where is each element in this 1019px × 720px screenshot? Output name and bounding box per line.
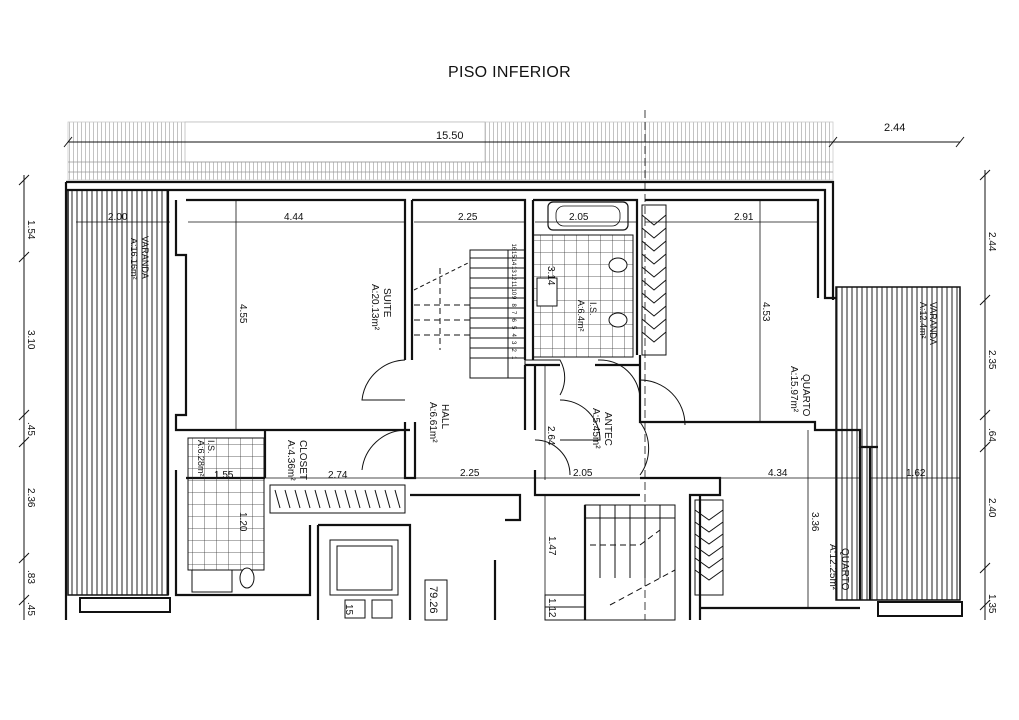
stair-step-number: 3 [510,341,516,345]
right-dim-2-40: 2.40 [986,498,997,518]
dim-quarto-top-depth: 4.53 [760,302,771,322]
lower-service-room [329,539,399,619]
stair-step-number: 6 [510,319,516,323]
dim-suite-width: 4.44 [284,212,304,223]
quarto-top-area: A:15.97m² [788,366,799,413]
toilet-top [608,257,628,273]
is-small-name: I.S. [206,440,216,454]
varanda-left-name: VARANDA [140,236,150,279]
dim-2-25b: 2.25 [460,468,480,479]
stair-step-number: 9 [510,296,516,300]
left-dim-1-54: 1.54 [25,220,36,240]
area-box [424,579,448,621]
left-dim-2-36: 2.36 [25,488,36,508]
varanda-right-area [835,286,961,601]
bidet-top [608,312,628,328]
is-small-area: A:6.28m² [196,440,206,477]
left-dim-83: .83 [25,570,36,584]
left-dim-45: .45 [25,422,36,436]
toilet-small [239,567,255,589]
suite-name: SUITE [381,288,392,318]
stair-step-number: 8 [510,304,516,308]
washbasin [536,277,558,307]
closet-name: CLOSET [297,440,308,480]
dim-overall-width: 15.50 [436,130,464,142]
wardrobe-quarto-top [641,204,667,356]
varanda-right-area-text: A:12.4m² [918,302,928,339]
varanda-left-area [67,189,169,596]
area-box-value: 79.26 [427,586,439,614]
is-area: A:6.4m² [576,300,586,332]
stair-step-number: 14 [510,259,516,266]
shower-small [191,569,233,593]
stair-step-number: 1 [510,356,516,360]
dim-1-55: 1.55 [214,470,234,481]
antec-area: A:5.45m² [590,408,601,449]
stair-step-number: 11 [510,281,516,288]
dim-1-62: 1.62 [906,468,926,479]
dim-2-74: 2.74 [328,470,348,481]
dim-4-34: 4.34 [768,468,788,479]
is-name: I.S. [588,302,598,316]
wardrobe-quarto-bottom [694,499,724,596]
dim-top-right: 2.44 [884,122,905,134]
stair-step-number: 5 [510,326,516,330]
stair-step-number: 16 [510,244,516,251]
dim-is-width: 2.05 [569,212,589,223]
dim-1-20: 1.20 [237,512,248,532]
stair-step-number: 2 [510,349,516,353]
right-dim-64: .64 [986,428,997,442]
varanda-left-rail [79,597,171,613]
quarto-bottom-area: A:12.25m² [827,544,838,591]
bathtub [547,201,629,231]
left-dimension-line [18,174,30,620]
right-dim-2-35: 2.35 [986,350,997,370]
site-context [67,121,834,181]
dim-2-64: 2.64 [545,426,556,446]
dim-varanda-left-width: 2.00 [108,212,128,223]
is-small-tile-grid [187,437,265,571]
stair-step-number: 7 [510,311,516,315]
hall-area: A:6.61m² [427,402,438,443]
closet-area: A:4.36m² [285,440,296,481]
dim-1-47: 1.47 [546,536,557,556]
varanda-right-name: VARANDA [928,302,938,345]
stair-step-number: 12 [510,274,516,281]
dim-1-12: 1.12 [546,598,557,618]
varanda-left-area-text: A:16.16m² [129,238,139,280]
door-swings [361,359,686,476]
left-dim-45b: .45 [25,602,36,616]
stair-step-number: 4 [510,334,516,338]
dim-quarto-top-width: 2.91 [734,212,754,223]
right-dim-2-44: 2.44 [986,232,997,252]
quarto-top-name: QUARTO [800,374,811,417]
stair-step-number: 10 [510,289,516,296]
dim-2-05b: 2.05 [573,468,593,479]
varanda-right-rail [877,601,963,617]
stair-step-number: 15 [510,251,516,258]
suite-area: A:20.13m² [369,284,380,331]
antec-name: ANTEC [602,412,613,446]
dim-stair-width: 2.25 [458,212,478,223]
dim-3-14: 3.14 [545,266,556,286]
wardrobe-closet [269,484,406,514]
page-title: PISO INFERIOR [447,64,572,81]
stairs-bottom [544,504,676,621]
stairs-top [413,249,526,379]
right-dim-1-35: 1.35 [986,594,997,614]
left-dim-3-10: 3.10 [25,330,36,350]
stair-step-number: 13 [510,266,516,273]
quarto-bottom-name: QUARTO [839,548,850,591]
dim-suite-depth: 4.55 [237,304,248,324]
internal-dimension-lines [76,200,960,608]
right-dimension-line [979,169,991,620]
dim-3-36: 3.36 [809,512,820,532]
dim-15: 15 [343,604,354,616]
bathtub-inner [555,205,621,227]
hall-name: HALL [439,404,450,429]
